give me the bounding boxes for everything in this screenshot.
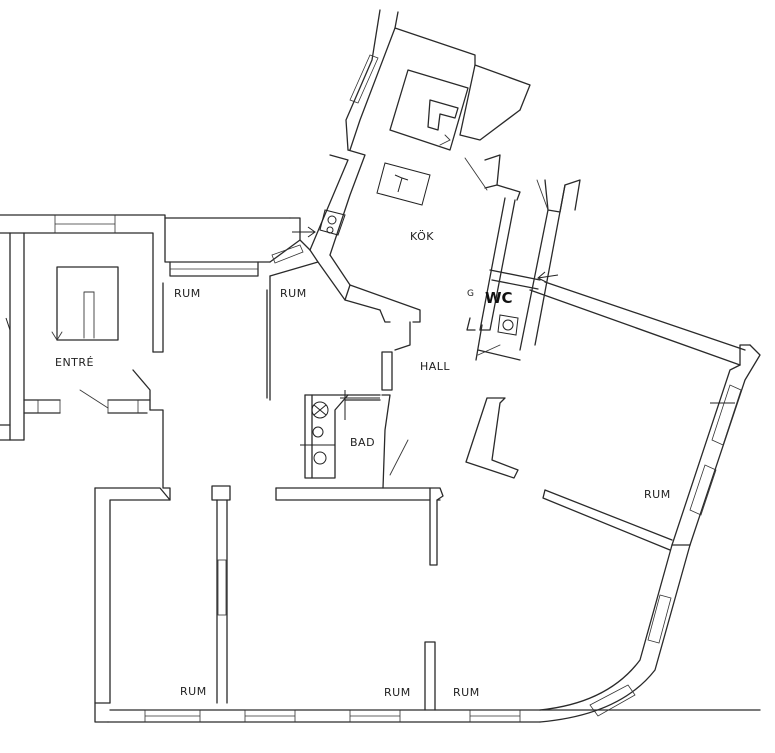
- outer-walls: [0, 9, 761, 723]
- windows: [37, 54, 742, 723]
- room-label-kok: KÖK: [410, 230, 434, 243]
- room-label-bad: BAD: [350, 436, 375, 449]
- fixtures: [5, 162, 735, 465]
- room-labels: ENTRÉ RUM RUM KÖK G WC HALL BAD RUM RUM …: [55, 230, 671, 699]
- room-label-wc: WC: [485, 289, 513, 307]
- room-label-rum-right: RUM: [644, 488, 671, 501]
- room-label-entre: ENTRÉ: [55, 356, 94, 369]
- room-label-wc-prefix: G: [467, 289, 474, 299]
- room-label-hall: HALL: [420, 360, 450, 373]
- room-label-rum-bottom-mid: RUM: [384, 686, 411, 699]
- room-label-rum-bottom-left: RUM: [180, 685, 207, 698]
- room-label-rum-top-left: RUM: [174, 287, 201, 300]
- room-label-rum-top-mid: RUM: [280, 287, 307, 300]
- room-label-rum-bottom-right: RUM: [453, 686, 480, 699]
